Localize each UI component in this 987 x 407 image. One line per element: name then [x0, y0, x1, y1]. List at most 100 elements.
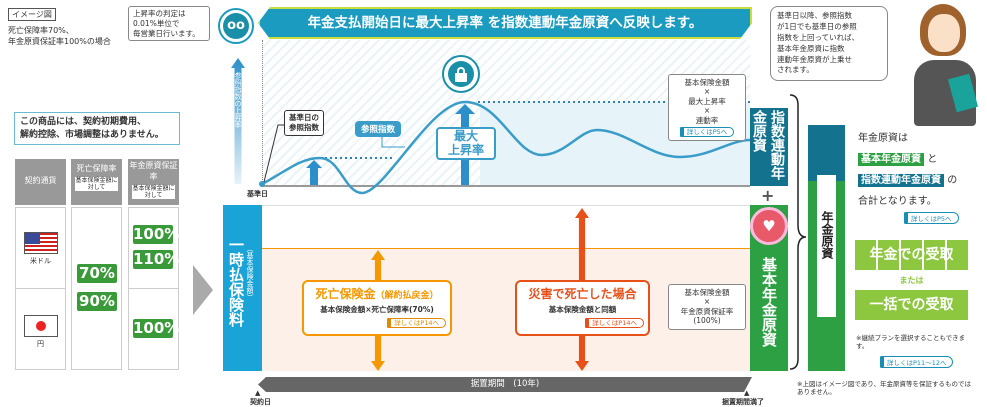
table-header-currency: 契約通貨 [15, 159, 66, 205]
premium-sub: （基本保険金額） [246, 245, 254, 301]
speech-line: 連動年金原資が上乗せ [777, 54, 852, 64]
base-date-line [262, 40, 263, 186]
premium-bar: 一時払保険料 （基本保険金額） [223, 205, 262, 371]
japan-flag-icon [24, 315, 58, 337]
calc-line: 最大上昇率 [688, 96, 726, 106]
death-rate-90: 90% [77, 292, 117, 311]
calc-line: 年金原資保証率 [680, 306, 734, 316]
plan-link[interactable]: 詳しくはP11～12へ [880, 356, 954, 368]
death-rate-column [71, 207, 122, 370]
speech-line: 基本年金原資に指数 [777, 43, 845, 53]
heart-hands-icon: ♥ [750, 207, 788, 245]
accident-title: 災害で死亡した場合 [528, 287, 637, 301]
basic-fund-label: 基本年金原資 [760, 257, 778, 347]
summary-line: 年金原資は [858, 133, 908, 144]
presenter-illustration [900, 0, 987, 128]
row-divider [128, 288, 179, 289]
basic-fund-bar: ♥ 基本年金原資 [750, 205, 788, 371]
calc-line: × [703, 106, 711, 116]
deferral-period-bar: 据置期間 (10年) [258, 377, 752, 392]
deferral-end-label: 据置期間満了 [722, 398, 764, 406]
summary-index-tag: 指数連動年金原資 [858, 174, 944, 187]
image-label: イメージ図 [8, 8, 56, 21]
plus-icon: + [761, 186, 775, 205]
binoculars-icon: oo [218, 8, 254, 44]
summary-text: 年金原資は 基本年金原資 と 指数連動年金原資 の 合計となります。 [858, 128, 957, 212]
condition-text: 死亡保障率70%、 年金原資保証率100%の場合 [8, 26, 111, 48]
guarantee-jpy-100: 100% [133, 319, 180, 338]
lock-icon [442, 55, 480, 93]
calc-line: 連動率 [695, 115, 719, 125]
rate-note-line: 0.01%単位で [133, 18, 180, 28]
max-rate-label: 最大 上昇率 [436, 127, 496, 160]
contract-marker-icon: ▲ [255, 389, 261, 397]
label-line: 参照指数 [289, 122, 319, 132]
header-label: 死亡保障率 [76, 164, 117, 173]
death-title-sub: （解約払戻金） [375, 291, 439, 301]
accident-box: 災害で死亡した場合 基本保険金額と同額 詳しくはP14へ [515, 280, 650, 336]
note-line: 解約控除、市場調整はありません。 [20, 129, 164, 140]
receive-pension-option: 年金での受取 [855, 240, 968, 270]
guarantee-usd-100: 100% [133, 225, 180, 244]
death-benefit-box: 死亡保険金（解約払戻金） 基本保険金額×死亡保障率(70%) 詳しくはP14へ [302, 280, 452, 336]
or-label: または [899, 276, 924, 285]
speech-line: 指数を上回っていれば、 [777, 32, 860, 42]
condition-line: 年金原資保証率100%の場合 [8, 36, 111, 46]
label-line: 最大 [453, 129, 478, 143]
chart-baseline [262, 185, 750, 187]
summary-and: と [927, 154, 938, 165]
condition-line: 死亡保障率70%、 [8, 26, 74, 35]
death-title: 死亡保険金 [315, 287, 376, 301]
no-fee-note: この商品には、契約初期費用、 解約控除、市場調整はありません。 [14, 112, 180, 146]
speech-line: 基準日以降、参照指数 [777, 11, 852, 20]
currency-usd: 米ドル [30, 257, 51, 265]
death-link[interactable]: 詳しくはP14へ [387, 318, 446, 328]
index-calc-link[interactable]: 詳しくはP5へ [679, 126, 735, 137]
header-label: 年金原資保証率 [129, 161, 178, 181]
death-desc: 基本保険金額×死亡保障率(70%) [320, 305, 434, 314]
table-header-death-rate: 死亡保障率基本保険金額に対して [71, 159, 122, 205]
speech-line: されます。 [777, 65, 814, 75]
banner: 年金支払開始日に最大上昇率 を指数連動年金原資へ反映します。 [258, 7, 752, 39]
accident-link[interactable]: 詳しくはP14へ [585, 318, 644, 328]
reference-index-label: 参照指数 [355, 121, 402, 137]
base-index-label: 基準日の 参照指数 [284, 110, 324, 136]
calc-line: 基本保険金額 [684, 78, 730, 87]
total-fund-bar: 年金原資 [808, 125, 845, 371]
summary-line: 合計となります。 [858, 196, 937, 207]
label-line: 上昇率 [447, 143, 484, 158]
speech-bubble: 基準日以降、参照指数 が1日でも基準日の参照 指数を上回っていれば、 基本年金原… [770, 6, 888, 82]
basic-calc-box: 基本保険金額 × 年金原資保証率 (100%) [668, 284, 746, 330]
total-fund-label: 年金原資 [817, 175, 836, 317]
row-divider [15, 288, 66, 289]
rate-note: 上昇率の判定は 0.01%単位で 毎営業日行います。 [128, 6, 210, 42]
calc-line: 基本保険金額 [684, 288, 730, 297]
table-header-guarantee-rate: 年金原資保証率基本保険金額に対して [128, 159, 179, 205]
index-fund-bar: 指数連動年金原資 [750, 108, 788, 186]
calc-line: × [703, 87, 711, 97]
header-sub: 基本保険金額に対して [132, 185, 175, 200]
currency-jpy: 円 [37, 340, 44, 348]
label-line: 基準日の [289, 113, 319, 122]
deferral-end-marker-icon: ▲ [744, 389, 750, 397]
calc-line: (100%) [693, 316, 721, 326]
rate-note-line: 毎営業日行います。 [133, 28, 200, 38]
premium-label: 一時払保険料 [227, 237, 245, 327]
accident-desc: 基本保険金額と同額 [548, 305, 617, 314]
footnote: ※上図はイメージ図であり、年金原資等を保証するものではありません。 [797, 380, 971, 397]
summary-link[interactable]: 詳しくはP5へ [904, 212, 959, 224]
receive-lump-option: 一括での受取 [855, 290, 968, 320]
summary-of: の [947, 175, 958, 186]
rate-note-line: 上昇率の判定は [133, 9, 186, 18]
base-date-label: 基準日 [247, 190, 268, 198]
calc-line: × [703, 297, 711, 307]
contract-date-label: 契約日 [250, 398, 271, 406]
index-calc-box: 基本保険金額 × 最大上昇率 × 連動率 詳しくはP5へ [668, 74, 746, 141]
note-line: この商品には、契約初期費用、 [20, 117, 147, 127]
death-rate-70: 70% [77, 264, 117, 283]
plan-note: ※継続プランを選択することもできます。 [856, 334, 966, 351]
axis-up-label: 参照指数の上昇率 [234, 72, 242, 128]
speech-line: が1日でも基準日の参照 [777, 21, 857, 31]
us-flag-icon [24, 232, 58, 254]
guarantee-usd-110: 110% [133, 250, 180, 269]
